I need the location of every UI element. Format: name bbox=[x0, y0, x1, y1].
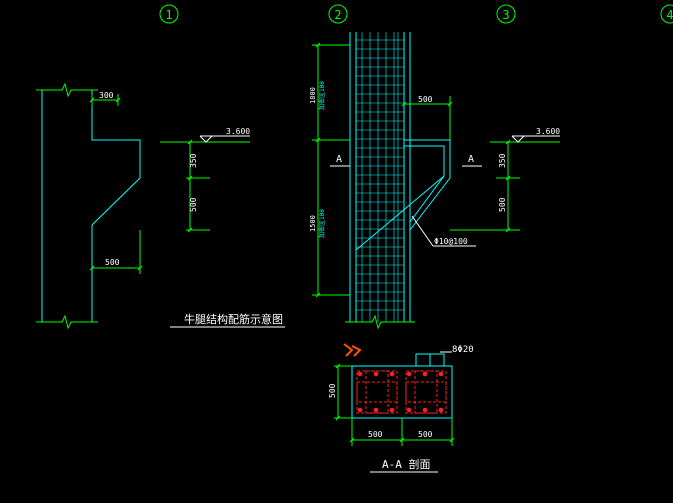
section-stirrup bbox=[405, 370, 447, 414]
dim-mid-350: 350 bbox=[498, 153, 507, 168]
dim-sec-500-h: 500 bbox=[328, 383, 337, 398]
section-bar bbox=[422, 407, 428, 413]
grid-label-2: 2 bbox=[334, 8, 341, 22]
dim-left-500: 500 bbox=[189, 197, 198, 212]
grid-axis-2: 2 bbox=[328, 4, 348, 24]
section-bar bbox=[406, 407, 412, 413]
section-bar bbox=[389, 407, 395, 413]
dim-left-300: 300 bbox=[99, 91, 114, 100]
middle-right-dimensions bbox=[401, 96, 560, 233]
dim-mid-dense-top: 加密区100 bbox=[318, 81, 326, 110]
section-bar bbox=[438, 371, 444, 377]
marker-icon bbox=[343, 343, 362, 357]
dim-mid-top-500: 500 bbox=[418, 95, 433, 104]
section-bar bbox=[373, 371, 379, 377]
middle-left-dimensions bbox=[312, 42, 350, 298]
callout-leader bbox=[411, 215, 434, 247]
dim-sec-500-w1: 500 bbox=[368, 430, 383, 439]
dim-left-350: 350 bbox=[189, 153, 198, 168]
section-stirrup bbox=[356, 370, 398, 414]
section-bar bbox=[357, 371, 363, 377]
elev-label-mid: 3.600 bbox=[536, 127, 560, 136]
column-rebar-grid bbox=[356, 32, 404, 322]
rebar-callout: Φ10@100 bbox=[434, 237, 468, 246]
section-a-right: A bbox=[468, 154, 474, 165]
left-diagram-title: 牛腿结构配筋示意图 bbox=[184, 312, 283, 326]
grid-label-3: 3 bbox=[502, 8, 509, 22]
grid-axis-3: 3 bbox=[496, 4, 516, 24]
section-stirrup bbox=[365, 370, 389, 414]
grid-label-1: 1 bbox=[165, 8, 172, 22]
grid-axis-1: 1 bbox=[159, 4, 179, 24]
section-bar bbox=[373, 407, 379, 413]
dim-mid-1800: 1800 bbox=[309, 87, 317, 104]
section-bar bbox=[357, 407, 363, 413]
dim-left-bottom-500: 500 bbox=[105, 258, 120, 267]
dim-mid-500: 500 bbox=[498, 197, 507, 212]
section-bar bbox=[438, 407, 444, 413]
section-a-left: A bbox=[336, 154, 342, 165]
section-dimensions bbox=[334, 363, 455, 446]
grid-axis-4: 4 bbox=[660, 4, 673, 24]
section-rebar bbox=[356, 370, 447, 414]
elev-label-left: 3.600 bbox=[226, 127, 250, 136]
top-rebar-label: 8Φ20 bbox=[452, 345, 474, 355]
section-bar bbox=[406, 371, 412, 377]
left-elevation-mark bbox=[199, 135, 250, 143]
left-corbel-outline bbox=[41, 90, 141, 322]
section-title: A-A 剖面 bbox=[382, 457, 431, 471]
left-dimensions bbox=[89, 94, 250, 274]
section-stirrup bbox=[356, 381, 398, 403]
dim-mid-dense-low: 加密区100 bbox=[318, 209, 326, 238]
dim-sec-500-w2: 500 bbox=[418, 430, 433, 439]
column-outline bbox=[349, 32, 451, 322]
middle-break-lines bbox=[345, 314, 415, 330]
section-bar bbox=[389, 371, 395, 377]
dim-mid-1500: 1500 bbox=[309, 215, 317, 232]
section-bar bbox=[422, 371, 428, 377]
middle-elevation-mark bbox=[511, 135, 560, 143]
section-stirrup bbox=[405, 381, 447, 403]
left-break-lines bbox=[36, 82, 98, 330]
diagonal-rebar bbox=[355, 175, 445, 251]
grid-label-4: 4 bbox=[666, 8, 673, 22]
section-stirrup bbox=[414, 370, 438, 414]
